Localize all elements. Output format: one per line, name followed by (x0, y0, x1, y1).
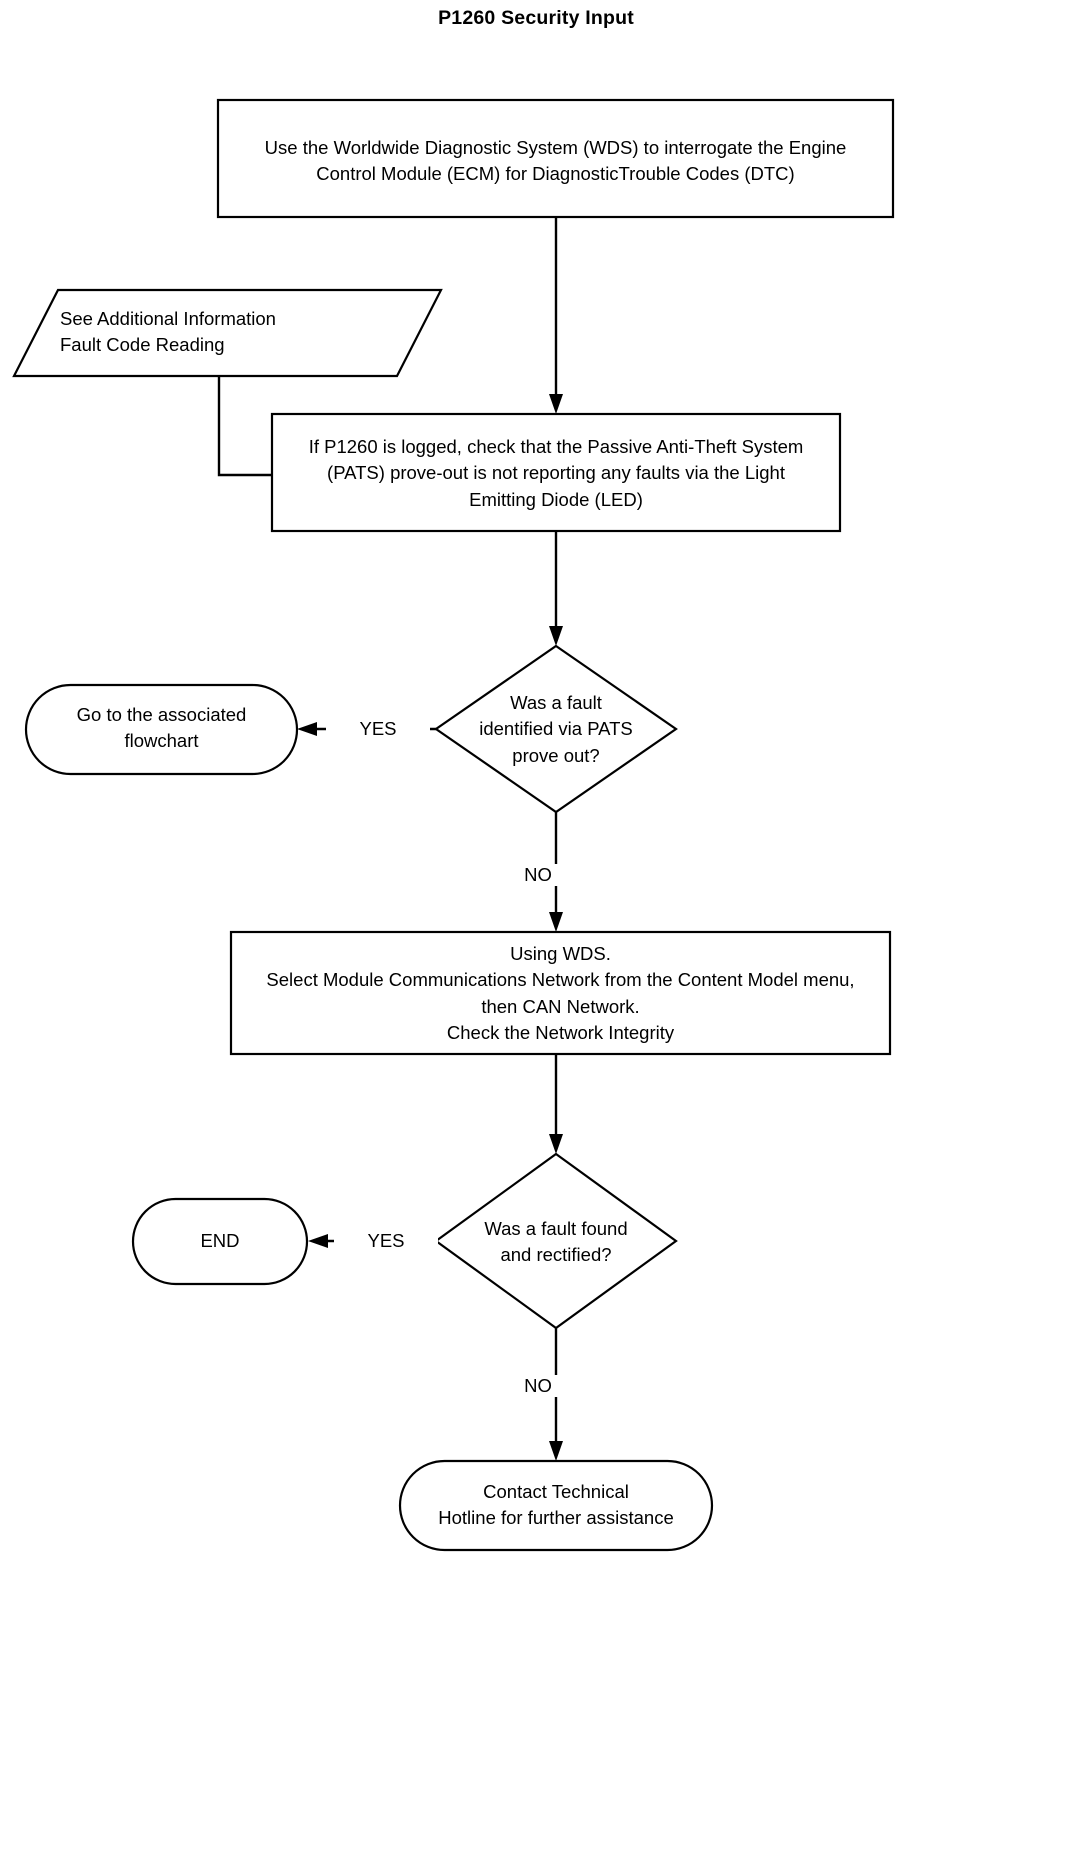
edge-step1-step2-arrowhead (549, 394, 563, 414)
node-terminator3-shape (398, 1459, 714, 1552)
node-step1-label: Use the Worldwide Diagnostic System (WDS… (264, 137, 847, 185)
edge-decision2-terminator2-arrowhead (308, 1234, 328, 1248)
node-step2-label: If P1260 is logged, check that the Passi… (308, 436, 804, 510)
edge-label-yes-1: YES (326, 718, 430, 740)
edge-decision1-step3-arrowhead (549, 912, 563, 932)
node-step3-label: Using WDS. Select Module Communications … (266, 943, 855, 1043)
page-title: P1260 Security Input (438, 7, 634, 29)
node-terminator3-label: Contact Technical Hotline for further as… (438, 1481, 674, 1529)
node-step3-shape (229, 930, 892, 1056)
edge-step2-decision1-arrowhead (549, 626, 563, 646)
node-terminator1-label: Go to the associated flowchart (76, 704, 247, 752)
node-note1-shape (12, 288, 443, 378)
node-terminator1-shape (24, 683, 299, 776)
node-terminator2-shape (131, 1197, 309, 1286)
node-note1-label: See Additional Information Fault Code Re… (60, 308, 276, 356)
edge-decision1-terminator1-arrowhead (297, 722, 317, 736)
node-step1-shape (216, 98, 895, 219)
edge-label-yes-2: YES (334, 1230, 438, 1252)
edge-decision2-terminator3-arrowhead (549, 1441, 563, 1461)
edge-step3-decision2-arrowhead (549, 1134, 563, 1154)
edge-label-no-1: NO (506, 864, 570, 886)
edge-label-no-2: NO (506, 1375, 570, 1397)
node-decision1-label: Was a fault identified via PATS prove ou… (479, 692, 633, 766)
node-terminator2-label: END (200, 1230, 240, 1251)
edge-note1-step2 (217, 376, 272, 477)
node-decision2-label: Was a fault found and rectified? (484, 1218, 628, 1266)
